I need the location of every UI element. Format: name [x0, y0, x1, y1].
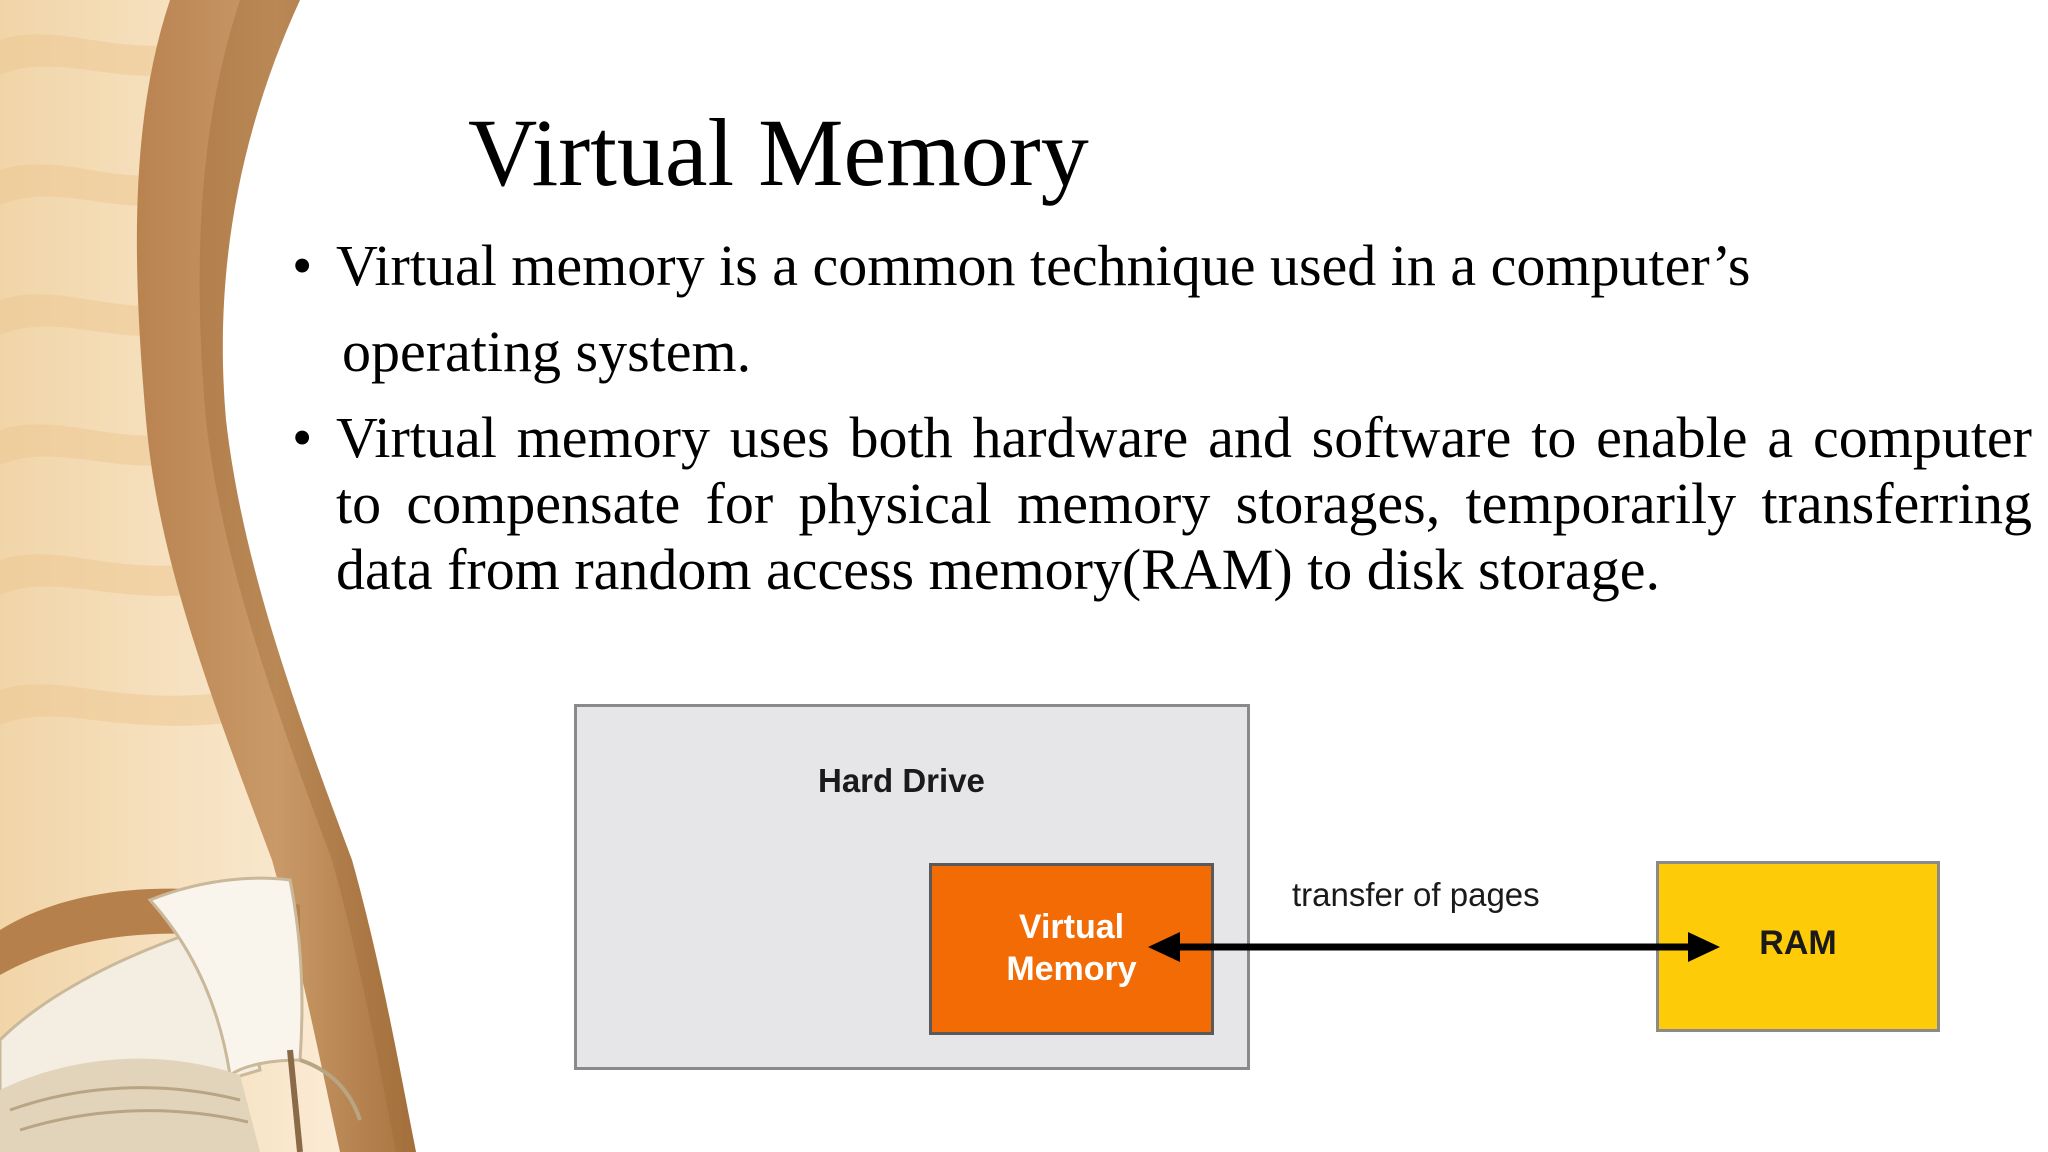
transfer-of-pages-label: transfer of pages	[1292, 876, 1540, 913]
ram-label: RAM	[1759, 924, 1837, 962]
bullet-text-line: operating system.	[342, 319, 752, 384]
bullet-text: Virtual memory uses both hardware and so…	[336, 405, 2032, 602]
hard-drive-label: Hard Drive	[818, 762, 985, 799]
bullet-text-line: Virtual memory is a common technique use…	[336, 233, 1751, 298]
bullet-item: • Virtual memory is a common technique u…	[292, 233, 1792, 393]
virtual-memory-label: Virtual Memory	[1006, 908, 1137, 988]
decorative-background-art	[0, 0, 416, 1152]
bullet-dot: •	[292, 405, 313, 470]
slide-title: Virtual Memory	[468, 99, 1089, 206]
bullet-dot: •	[292, 233, 313, 298]
bullet-item: • Virtual memory uses both hardware and …	[292, 405, 2032, 605]
wood-stripe	[136, 0, 416, 1152]
book-icon	[0, 876, 362, 1152]
